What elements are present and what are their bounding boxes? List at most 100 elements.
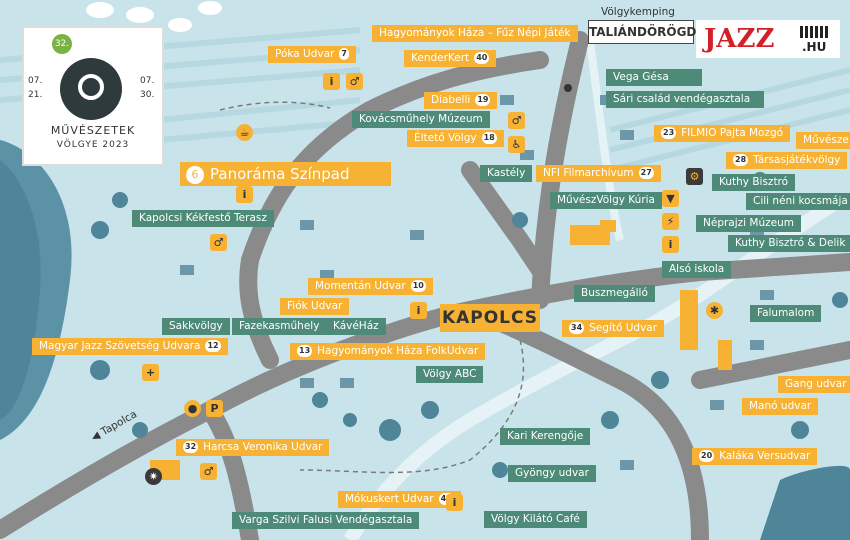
- info-icon[interactable]: i: [446, 494, 463, 511]
- venue-mano-udvar[interactable]: Manó udvar: [742, 398, 819, 415]
- village-kapolcs: KAPOLCS: [440, 304, 540, 332]
- logo-date-end-day: 30.: [140, 90, 155, 100]
- venue-kari-kerengoje[interactable]: Kari Kerengője: [500, 428, 591, 445]
- venue-poka-udvar[interactable]: Póka Udvar 7: [268, 46, 356, 63]
- info-icon[interactable]: i: [410, 302, 427, 319]
- venue-neprajzi-muzeum[interactable]: Néprajzi Múzeum: [696, 215, 801, 232]
- jazz-hu-logo[interactable]: JAZZ .HU: [696, 20, 840, 58]
- venue-label: Társasjátékvölgy: [753, 154, 841, 166]
- venue-label: Kovácsműhely Múzeum: [359, 113, 483, 125]
- venue-volgy-abc[interactable]: Völgy ABC: [416, 366, 484, 383]
- venue-sakkvolgy[interactable]: Sakkvölgy: [162, 318, 230, 335]
- venue-cili-neni[interactable]: Cili néni kocsmája: [746, 193, 850, 210]
- drink-icon[interactable]: ☕: [236, 124, 253, 141]
- venue-kastely[interactable]: Kastély: [480, 165, 533, 182]
- accessible-icon[interactable]: ♿: [508, 136, 525, 153]
- toilet-icon[interactable]: ♂: [508, 112, 525, 129]
- venue-volgykemping[interactable]: Völgykemping: [594, 4, 682, 21]
- venue-nfi-filmarchivum[interactable]: NFI Filmarchívum 27: [536, 165, 661, 182]
- venue-mokuskert-udvar[interactable]: Mókuskert Udvar45: [338, 491, 461, 508]
- village-taliandorogd: TALIÁNDÖRÖGD: [588, 20, 696, 44]
- venue-number: 10: [410, 280, 426, 292]
- venue-label: Kuthy Bisztró: [719, 176, 789, 188]
- toilet-icon[interactable]: ♂: [346, 73, 363, 90]
- venue-label: Gyöngy udvar: [515, 467, 589, 479]
- parking-icon[interactable]: P: [206, 400, 223, 417]
- panorama-label: Panoráma Színpad: [210, 165, 350, 183]
- venue-kuthy-bisztro[interactable]: Kuthy Bisztró: [712, 174, 796, 191]
- venue-muveszvolgy-kuria[interactable]: MűvészVölgy Kúria: [550, 192, 662, 209]
- venue-label: Fiók Udvar: [287, 300, 343, 312]
- venue-number: 27: [638, 167, 654, 179]
- venue-fiok-udvar[interactable]: Fiók Udvar: [280, 298, 350, 315]
- venue-number: 7: [339, 48, 349, 60]
- info-icon[interactable]: i: [236, 186, 253, 203]
- jazz-logo-suffix: .HU: [802, 40, 827, 54]
- venue-number: 18: [481, 132, 497, 144]
- venue-label: Hagyományok Háza – Fűz Népi Játék: [379, 27, 571, 39]
- venue-number: 23: [661, 127, 677, 139]
- logo-date-start-day: 21.: [28, 90, 43, 100]
- venue-kekfesto-terasz[interactable]: Kapolcsi Kékfestő Terasz: [132, 210, 274, 227]
- bicycle-icon[interactable]: ⚙: [686, 168, 703, 185]
- venue-gyongy-udvar[interactable]: Gyöngy udvar: [508, 465, 596, 482]
- venue-label: Sakkvölgy: [169, 320, 223, 332]
- venue-label: KenderKert: [411, 52, 470, 64]
- jazz-logo-text: JAZZ: [704, 24, 775, 54]
- venue-number: 20: [699, 450, 715, 462]
- tshirt-icon[interactable]: ▼: [662, 190, 679, 207]
- toilet-icon[interactable]: ♂: [210, 234, 227, 251]
- venue-kavehaz[interactable]: KávéHáz: [326, 318, 386, 335]
- logo-title-line2: VÖLGYE 2023: [56, 140, 130, 150]
- venue-buszmegallo[interactable]: Buszmegálló: [574, 285, 655, 302]
- venue-kenderkert[interactable]: KenderKert 40: [404, 50, 497, 67]
- venue-number: 32: [183, 441, 199, 453]
- venue-also-iskola[interactable]: Alsó iskola: [662, 261, 732, 278]
- venue-label: Vega Gésa: [613, 71, 669, 83]
- venue-label: Kapolcsi Kékfestő Terasz: [139, 212, 267, 224]
- venue-falumalom[interactable]: Falumalom: [750, 305, 822, 322]
- lightning-icon[interactable]: ⚡: [662, 213, 679, 230]
- venue-label: Völgy Kilátó Café: [491, 513, 580, 525]
- venue-volgy-kilato-cafe[interactable]: Völgy Kilátó Café: [484, 511, 587, 528]
- venue-label: Fazekasműhely: [239, 320, 320, 332]
- venue-kuthy-bisztro-delik[interactable]: Kuthy Bisztró & Delik: [728, 235, 850, 252]
- venue-sari-csalad[interactable]: Sári család vendégasztala: [606, 91, 764, 108]
- info-icon[interactable]: i: [662, 236, 679, 253]
- venue-number: 40: [474, 52, 490, 64]
- water-drop-icon[interactable]: ●: [184, 400, 201, 417]
- mill-wheel-icon: ✱: [706, 302, 723, 319]
- venue-label: Póka Udvar: [275, 48, 335, 60]
- venue-label: Kuthy Bisztró & Delik: [735, 237, 846, 249]
- venue-muvesze[interactable]: Művésze: [796, 132, 850, 149]
- venue-diabelli[interactable]: Diabelli 19: [424, 92, 498, 109]
- first-aid-icon[interactable]: +: [142, 364, 159, 381]
- sun-icon: ✷: [145, 468, 162, 485]
- venue-label: NFI Filmarchívum: [543, 167, 634, 179]
- venue-label: Diabelli: [431, 94, 471, 106]
- toilet-icon[interactable]: ♂: [200, 463, 217, 480]
- venue-number: 19: [475, 94, 491, 106]
- venue-gang-udvar[interactable]: Gang udvar: [778, 376, 850, 393]
- info-icon[interactable]: i: [323, 73, 340, 90]
- festival-logo: 32. 07. 21. 07. 30. MŰVÉSZETEK VÖLGYE 20…: [22, 26, 164, 166]
- venue-label: Gang udvar: [785, 378, 847, 390]
- venue-vega-gesa[interactable]: Vega Gésa: [606, 69, 702, 86]
- venue-label: Sári család vendégasztala: [613, 93, 751, 105]
- venue-varga-szilvi[interactable]: Varga Szilvi Falusi Vendégasztala: [232, 512, 420, 529]
- venue-hagyomanyok-fuz[interactable]: Hagyományok Háza – Fűz Népi Játék: [372, 25, 578, 42]
- venue-label: Völgykemping: [601, 6, 675, 18]
- venue-number: 34: [569, 322, 585, 334]
- venue-fazekasmuhely[interactable]: Fazekasműhely: [232, 318, 327, 335]
- venue-kovacsmuhely[interactable]: Kovácsműhely Múzeum: [352, 111, 490, 128]
